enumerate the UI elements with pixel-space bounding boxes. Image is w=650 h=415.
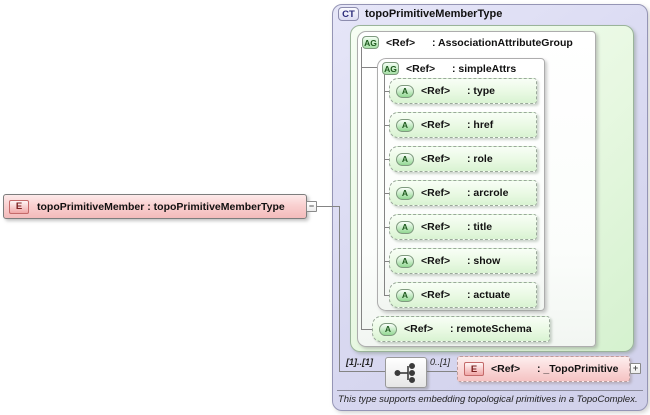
element-topoPrimitiveMember[interactable]: E topoPrimitiveMember : topoPrimitiveMem…: [3, 194, 307, 219]
ref-keyword: <Ref>: [421, 153, 451, 165]
complex-type-title: topoPrimitiveMemberType: [365, 8, 503, 20]
connector-to-sequence: [339, 371, 385, 372]
cardinality-sequence: [1]..[1]: [346, 357, 373, 367]
attr-group-simpleattrs-row[interactable]: AG <Ref> : simpleAttrs: [382, 62, 516, 75]
ref-keyword: <Ref>: [386, 36, 416, 49]
connector-vertical: [339, 206, 340, 372]
connector-sequence-to-element: [426, 371, 457, 372]
attribute-badge-icon: A: [396, 186, 414, 200]
cardinality-topoprimitive: 0..[1]: [430, 357, 451, 367]
ref-keyword: <Ref>: [421, 187, 451, 199]
attribute-name: : title: [467, 221, 493, 233]
expand-icon[interactable]: +: [630, 363, 641, 374]
attribute-name: : type: [467, 85, 496, 97]
attribute-name: : show: [467, 255, 501, 267]
sequence-compositor[interactable]: [385, 357, 427, 388]
stub-attr-arcrole: [384, 193, 389, 194]
attribute-href[interactable]: A <Ref> : href: [389, 112, 537, 138]
attribute-badge-icon: A: [396, 118, 414, 132]
attribute-badge-icon: A: [396, 220, 414, 234]
element-ref-topoprimitive[interactable]: E <Ref> : _TopoPrimitive: [457, 356, 630, 382]
attribute-group-badge-icon: AG: [382, 62, 399, 75]
stub-attr-show: [384, 261, 389, 262]
attribute-role[interactable]: A <Ref> : role: [389, 146, 537, 172]
attr-group-association-row[interactable]: AG <Ref> : AssociationAttributeGroup: [362, 36, 573, 49]
attribute-name: : remoteSchema: [450, 323, 532, 335]
ref-keyword: <Ref>: [421, 255, 451, 267]
ref-keyword: <Ref>: [491, 363, 521, 375]
footer-divider: [337, 390, 643, 391]
attribute-name: : role: [467, 153, 493, 165]
attribute-badge-icon: A: [379, 322, 397, 336]
connector-element-to-type: [317, 206, 339, 207]
stub-attr-title: [384, 227, 389, 228]
sequence-icon: [394, 362, 415, 383]
complex-type-badge-icon: CT: [338, 7, 359, 21]
stub-attr-role: [384, 159, 389, 160]
ref-keyword: <Ref>: [421, 289, 451, 301]
attr-group-simpleattrs-name: : simpleAttrs: [452, 62, 517, 75]
stub-attr-actuate: [384, 295, 389, 296]
ref-keyword: <Ref>: [421, 221, 451, 233]
type-annotation: This type supports embedding topological…: [338, 394, 638, 405]
attribute-title[interactable]: A <Ref> : title: [389, 214, 537, 240]
trunk-simple-attrs: [384, 74, 385, 295]
element-badge-icon: E: [464, 362, 484, 376]
attribute-group-badge-icon: AG: [362, 36, 379, 49]
attribute-actuate[interactable]: A <Ref> : actuate: [389, 282, 537, 308]
ref-keyword: <Ref>: [421, 85, 451, 97]
attribute-badge-icon: A: [396, 254, 414, 268]
element-badge-icon: E: [9, 199, 29, 214]
attribute-name: : actuate: [467, 289, 511, 301]
stub-remote-schema: [361, 329, 372, 330]
attribute-badge-icon: A: [396, 288, 414, 302]
stub-attr-type: [384, 91, 389, 92]
element-label: topoPrimitiveMember : topoPrimitiveMembe…: [37, 200, 285, 213]
attribute-name: : arcrole: [467, 187, 509, 199]
attribute-show[interactable]: A <Ref> : show: [389, 248, 537, 274]
attribute-type[interactable]: A <Ref> : type: [389, 78, 537, 104]
attribute-name: : href: [467, 119, 494, 131]
attribute-badge-icon: A: [396, 84, 414, 98]
attribute-arcrole[interactable]: A <Ref> : arcrole: [389, 180, 537, 206]
collapse-icon[interactable]: −: [306, 201, 317, 212]
trunk-assoc-group: [361, 47, 362, 329]
element-ref-name: : _TopoPrimitive: [537, 363, 619, 375]
attribute-remoteschema[interactable]: A <Ref> : remoteSchema: [372, 316, 550, 342]
stub-attr-href: [384, 125, 389, 126]
stub-simple-attrs: [361, 67, 377, 68]
attribute-badge-icon: A: [396, 152, 414, 166]
ref-keyword: <Ref>: [404, 323, 434, 335]
attr-group-association-name: : AssociationAttributeGroup: [432, 36, 573, 49]
ref-keyword: <Ref>: [421, 119, 451, 131]
complex-type-header: CT topoPrimitiveMemberType: [338, 7, 502, 21]
ref-keyword: <Ref>: [406, 62, 436, 75]
